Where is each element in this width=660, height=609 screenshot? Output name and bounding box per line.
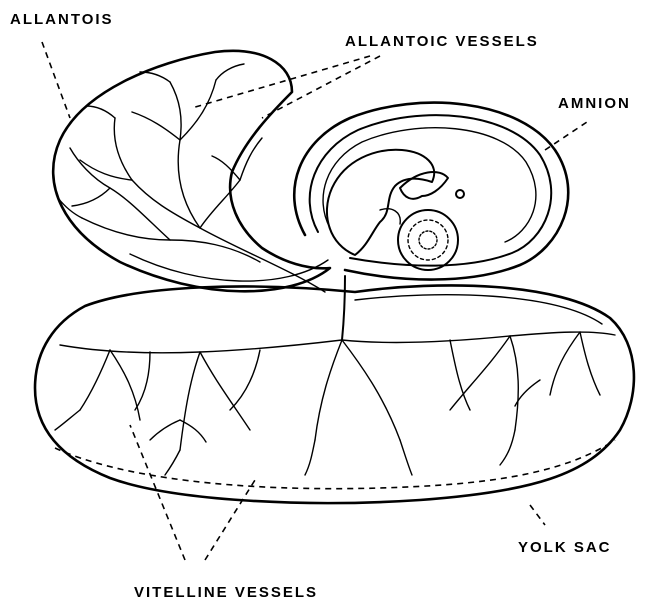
allantois bbox=[53, 51, 330, 291]
label-allantois: ALLANTOIS bbox=[10, 11, 114, 28]
label-vitelline-vessels: VITELLINE VESSELS bbox=[134, 584, 318, 601]
amnion-membrane bbox=[294, 103, 568, 280]
yolk-sac bbox=[35, 285, 634, 503]
embryo bbox=[327, 150, 464, 270]
label-amnion: AMNION bbox=[558, 95, 631, 112]
label-yolk-sac: YOLK SAC bbox=[518, 539, 612, 556]
label-allantoic-vessels: ALLANTOIC VESSELS bbox=[345, 33, 539, 50]
